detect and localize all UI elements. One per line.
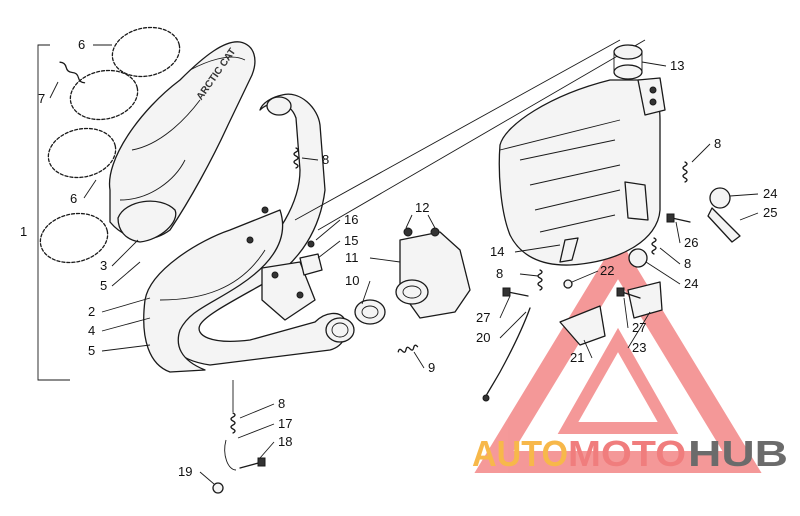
callout-5: 5	[88, 343, 95, 358]
exhaust-manifold	[395, 227, 471, 319]
callout-12: 12	[415, 200, 429, 215]
callout-27: 27	[632, 320, 646, 335]
callout-18: 18	[278, 434, 292, 449]
brand-hub: HUB	[688, 433, 788, 474]
callout-24: 24	[684, 276, 698, 291]
callout-8: 8	[714, 136, 721, 151]
brand-auto: AUTO	[472, 433, 568, 474]
connector-line	[294, 39, 621, 221]
callout-8: 8	[684, 256, 691, 271]
watermark-logo: AUTO MOTO HUB	[472, 433, 788, 474]
callout-6: 6	[78, 37, 85, 52]
callout-7: 7	[38, 91, 45, 106]
callout-26: 26	[684, 235, 698, 250]
brand-moto: MOTO	[568, 433, 686, 474]
spring-8e	[537, 269, 543, 291]
callout-27: 27	[476, 310, 490, 325]
washer-22	[563, 279, 573, 289]
callout-24: 24	[763, 186, 777, 201]
group-bracket	[37, 44, 70, 381]
callout-8: 8	[278, 396, 285, 411]
callout-13: 13	[670, 58, 684, 73]
gasket-10	[354, 299, 386, 325]
bracket-25	[707, 207, 741, 243]
callout-11: 11	[345, 250, 359, 265]
bolts	[212, 213, 691, 494]
bumper-24b	[628, 248, 648, 268]
bracket-21	[559, 305, 606, 346]
spring-9	[397, 344, 419, 353]
silencer-left: ARCTIC CAT	[108, 41, 256, 243]
expansion-chamber	[143, 93, 355, 373]
callout-8: 8	[322, 152, 329, 167]
callout-8: 8	[496, 266, 503, 281]
bracket-23	[627, 281, 663, 319]
spring-8f	[651, 237, 657, 255]
callout-16: 16	[344, 212, 358, 227]
spring-8c	[230, 412, 236, 434]
spring-8d	[682, 161, 688, 183]
callout-17: 17	[278, 416, 292, 431]
callout-21: 21	[570, 350, 584, 365]
clamp-rings	[39, 26, 181, 264]
callout-15: 15	[344, 233, 358, 248]
callout-9: 9	[428, 360, 435, 375]
watermark-triangle	[474, 236, 762, 473]
callout-23: 23	[632, 340, 646, 355]
silencer-right	[498, 44, 666, 266]
callout-22: 22	[600, 263, 614, 278]
callout-19: 19	[178, 464, 192, 479]
callout-5: 5	[100, 278, 107, 293]
spring-7	[59, 61, 86, 84]
callout-14: 14	[490, 244, 504, 259]
callout-6: 6	[70, 191, 77, 206]
callout-10: 10	[345, 273, 359, 288]
ground-strap-20	[485, 307, 531, 397]
connector-line-2	[317, 39, 646, 231]
callout-2: 2	[88, 304, 95, 319]
spring-8a	[293, 147, 299, 169]
callout-4: 4	[88, 323, 95, 338]
callout-1: 1	[20, 224, 27, 239]
callout-3: 3	[100, 258, 107, 273]
callout-20: 20	[476, 330, 490, 345]
leader-lines	[49, 44, 759, 485]
mount-15	[299, 253, 323, 276]
bumper-24a	[709, 187, 731, 209]
callout-25: 25	[763, 205, 777, 220]
